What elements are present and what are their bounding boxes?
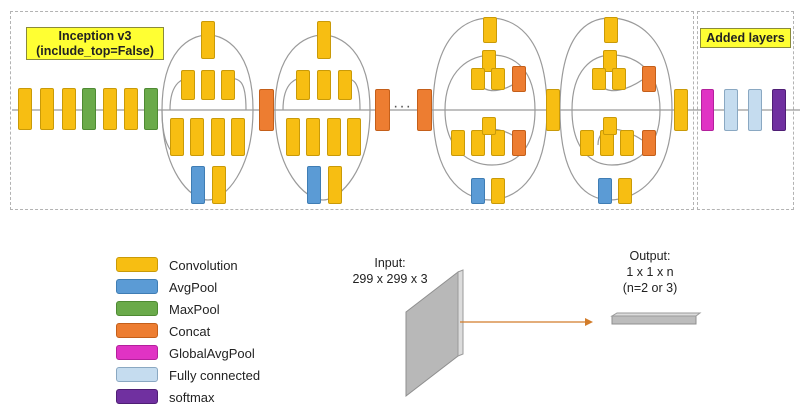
conv-block xyxy=(546,89,560,131)
output-label: Output: 1 x 1 x n (n=2 or 3) xyxy=(600,248,700,296)
fully-connected-block xyxy=(724,89,738,131)
conv-block xyxy=(604,17,618,43)
input-tensor-front xyxy=(405,270,459,398)
conv-block xyxy=(18,88,32,130)
fully-connected-block xyxy=(748,89,762,131)
conv-block xyxy=(603,50,617,72)
conv-block xyxy=(483,17,497,43)
added-layers-title: Added layers xyxy=(706,31,785,45)
conv-block xyxy=(62,88,76,130)
conv-block xyxy=(482,117,496,135)
avgpool-block xyxy=(191,166,205,204)
conv-block xyxy=(286,118,300,156)
conv-block xyxy=(212,166,226,204)
conv-block xyxy=(618,178,632,204)
legend-label: Convolution xyxy=(169,258,238,273)
conv-block xyxy=(482,50,496,72)
output-title: Output: xyxy=(629,249,671,263)
conv-block xyxy=(347,118,361,156)
maxpool-block xyxy=(82,88,96,130)
conv-block xyxy=(221,70,235,100)
legend-swatch-maxpool xyxy=(116,301,158,316)
conv-block xyxy=(612,68,626,90)
conv-block xyxy=(170,118,184,156)
conv-block xyxy=(103,88,117,130)
output-dims: 1 x 1 x n xyxy=(626,265,674,279)
input-label: Input: 299 x 299 x 3 xyxy=(335,255,445,287)
avgpool-block xyxy=(471,178,485,204)
concat-block xyxy=(375,89,390,131)
avgpool-block xyxy=(598,178,612,204)
conv-block xyxy=(471,68,485,90)
conv-block xyxy=(190,118,204,156)
inception-subtitle: (include_top=False) xyxy=(36,44,154,58)
input-tensor-side xyxy=(457,269,464,357)
conv-block xyxy=(620,130,634,156)
concat-block xyxy=(259,89,274,131)
conv-block xyxy=(231,118,245,156)
legend-swatch-globalavgpool xyxy=(116,345,158,360)
input-title: Input: xyxy=(374,256,406,270)
legend-swatch-convolution xyxy=(116,257,158,272)
conv-block xyxy=(211,118,225,156)
conv-block xyxy=(317,70,331,100)
conv-block xyxy=(451,130,465,156)
added-layers-tag: Added layers xyxy=(700,28,791,48)
conv-block xyxy=(491,130,505,156)
legend-label: AvgPool xyxy=(169,280,218,295)
legend-label: MaxPool xyxy=(169,302,220,317)
output-tensor xyxy=(611,315,697,325)
legend-label: GlobalAvgPool xyxy=(169,346,255,361)
ellipsis: ··· xyxy=(393,98,412,115)
global-avg-pool-block xyxy=(701,89,714,131)
conv-block xyxy=(327,118,341,156)
concat-block xyxy=(642,66,656,92)
inception-title: Inception v3 xyxy=(58,29,132,43)
conv-block xyxy=(124,88,138,130)
conv-block xyxy=(201,70,215,100)
conv-block xyxy=(306,118,320,156)
conv-block xyxy=(338,70,352,100)
inception-title-tag: Inception v3 (include_top=False) xyxy=(26,27,164,60)
concat-block xyxy=(512,130,526,156)
maxpool-block xyxy=(144,88,158,130)
softmax-block xyxy=(772,89,786,131)
conv-block xyxy=(674,89,688,131)
conv-block xyxy=(491,68,505,90)
legend-label: softmax xyxy=(169,390,215,405)
input-dims: 299 x 299 x 3 xyxy=(352,272,428,286)
avgpool-block xyxy=(307,166,321,204)
concat-block xyxy=(642,130,656,156)
inception-region xyxy=(10,11,694,210)
legend-swatch-concat xyxy=(116,323,158,338)
conv-block xyxy=(580,130,594,156)
legend-swatch-fully-connected xyxy=(116,367,158,382)
conv-block xyxy=(603,117,617,135)
legend-label: Concat xyxy=(169,324,211,339)
conv-block xyxy=(592,68,606,90)
legend-label: Fully connected xyxy=(169,368,261,383)
conv-block xyxy=(201,21,215,59)
conv-block xyxy=(471,130,485,156)
conv-block xyxy=(40,88,54,130)
conv-block xyxy=(328,166,342,204)
concat-block xyxy=(512,66,526,92)
added-layers-region xyxy=(697,11,794,210)
conv-block xyxy=(181,70,195,100)
legend-swatch-softmax xyxy=(116,389,158,404)
concat-block xyxy=(417,89,432,131)
conv-block xyxy=(296,70,310,100)
conv-block xyxy=(317,21,331,59)
conv-block xyxy=(491,178,505,204)
legend-swatch-avgpool xyxy=(116,279,158,294)
output-note: (n=2 or 3) xyxy=(622,281,678,295)
